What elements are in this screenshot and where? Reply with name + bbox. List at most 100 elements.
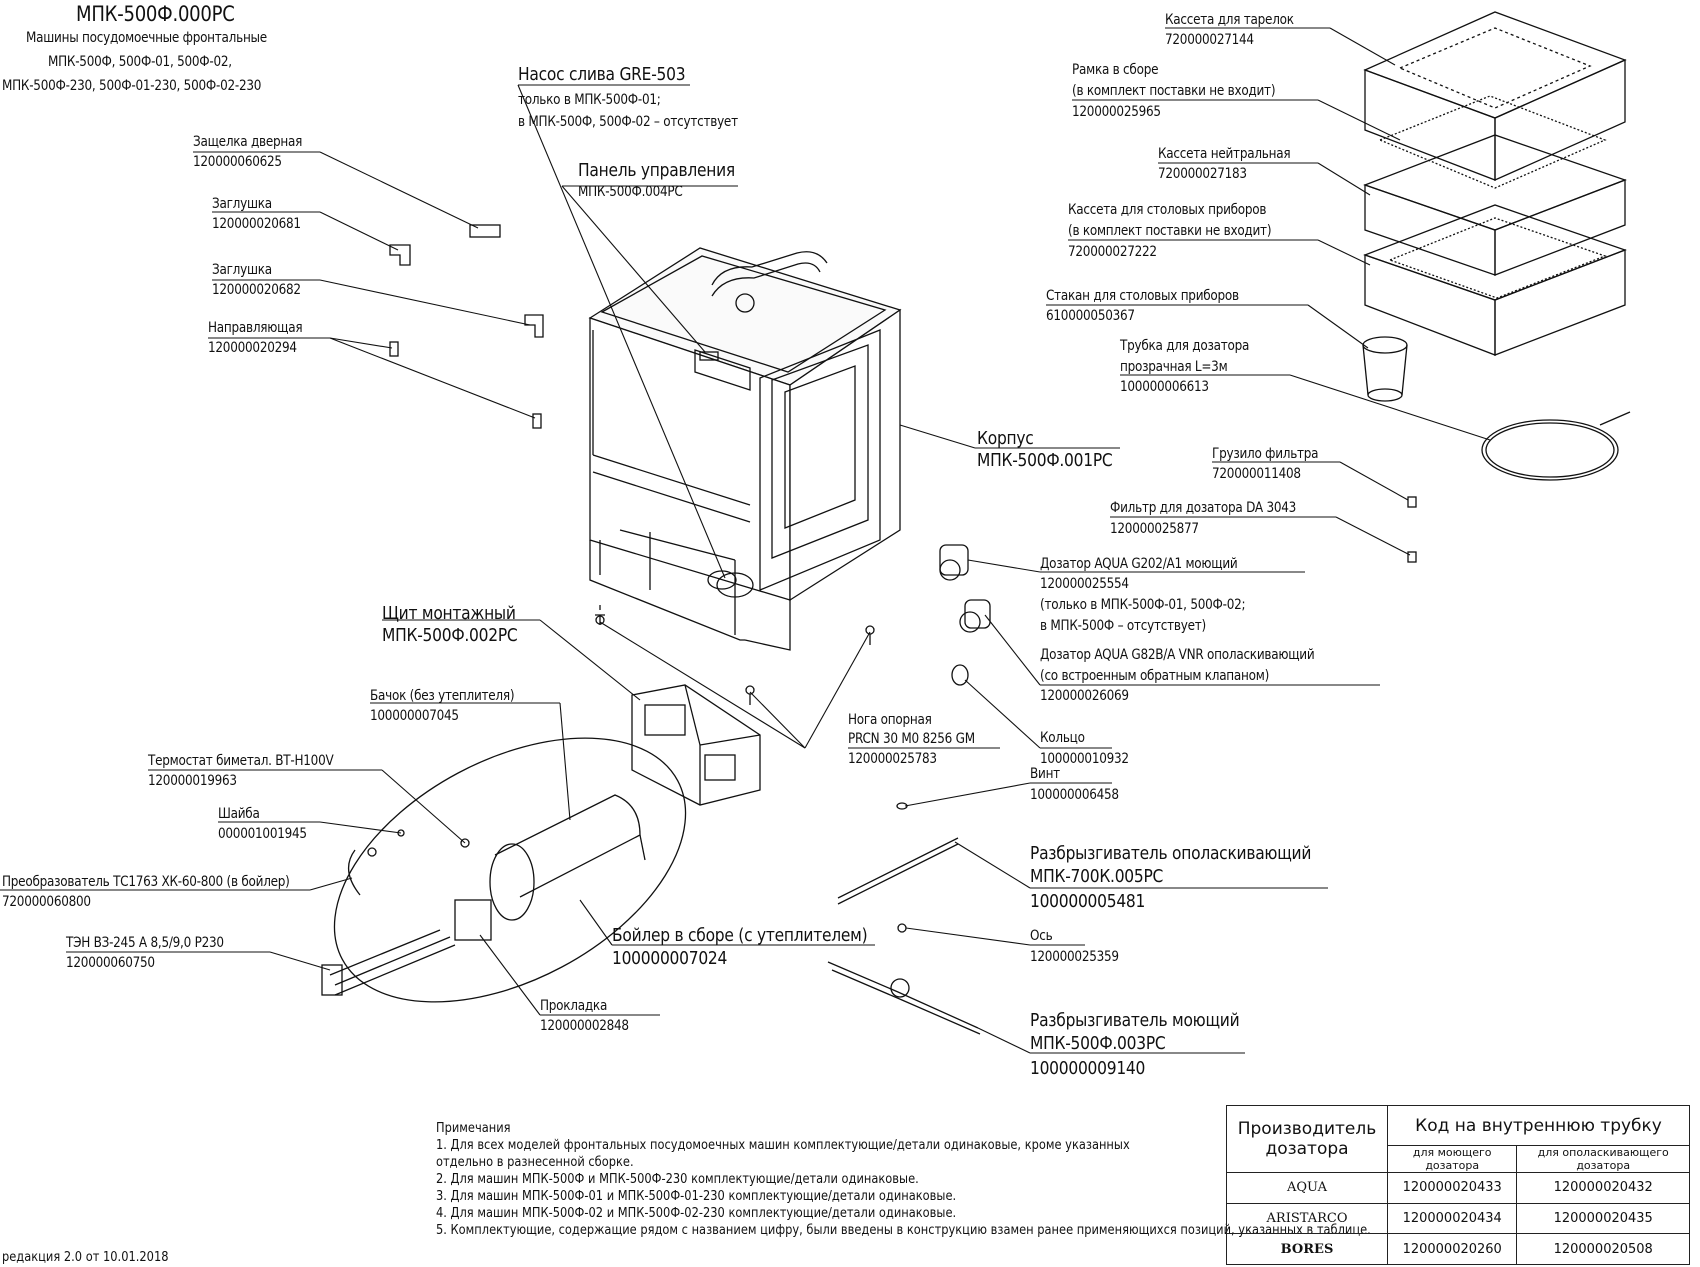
table-cell-rinse: 120000020508 — [1516, 1233, 1690, 1265]
label-wash-sprayer-code: 100000009140 — [1030, 1058, 1146, 1079]
dosing-tube-shape — [1481, 411, 1631, 481]
table-cell-rinse: 120000020432 — [1516, 1172, 1690, 1204]
label-dosing-tube-line2: прозрачная L=3м — [1120, 359, 1228, 375]
label-screw-name: Винт — [1030, 766, 1060, 782]
label-washer-name: Шайба — [218, 806, 260, 822]
label-axis-name: Ось — [1030, 928, 1053, 944]
label-panel-name: Панель управления — [578, 160, 735, 181]
table-header-vendor: Производитель дозатора — [1226, 1104, 1388, 1174]
label-ring-name: Кольцо — [1040, 730, 1085, 746]
label-cutlery-rack-note: (в комплект поставки не входит) — [1068, 223, 1272, 239]
subtitle-line-3: МПК-500Ф-230, 500Ф-01-230, 500Ф-02-230 — [2, 78, 262, 94]
boiler-group-outline — [333, 737, 687, 1003]
label-pump-line2: только в МПК-500Ф-01; — [518, 92, 661, 108]
label-pump-name: Насос слива GRE-503 — [518, 64, 686, 85]
label-tank-name: Бачок (без утеплителя) — [370, 688, 515, 704]
label-dosing-filter-name: Фильтр для дозатора DA 3043 — [1110, 500, 1297, 516]
boiler-shape — [489, 794, 646, 921]
ring-shape — [951, 664, 969, 686]
gasket-shape — [454, 899, 492, 941]
label-ring-code: 100000010932 — [1040, 751, 1129, 767]
frame-shape — [1378, 95, 1607, 189]
drawing-title: МПК-500Ф.000РС — [76, 2, 235, 26]
cutlery-rack-shape — [1363, 204, 1627, 356]
guide-shape-2 — [532, 413, 542, 429]
label-boiler-name: Бойлер в сборе (с утеплителем) — [612, 925, 868, 946]
note-line: 5. Комплектующие, содержащие рядом с наз… — [436, 1223, 1371, 1238]
label-filter-weight-name: Грузило фильтра — [1212, 446, 1319, 462]
subtitle-line-1: Машины посудомоечные фронтальные — [26, 30, 267, 46]
label-transducer-code: 720000060800 — [2, 894, 91, 910]
label-plate-rack-code: 720000027144 — [1165, 32, 1254, 48]
label-wash-sprayer-line2: МПК-500Ф.003РС — [1030, 1033, 1166, 1054]
label-foot-name: Нога опорная — [848, 712, 932, 728]
label-panel-code: МПК-500Ф.004РС — [578, 184, 683, 200]
heater-shape — [321, 929, 456, 996]
doser-code-table: Производитель дозатора Код на внутреннюю… — [1226, 1104, 1690, 1265]
label-plug1-name: Заглушка — [212, 196, 272, 212]
table-cell-rinse: 120000020435 — [1516, 1202, 1690, 1235]
label-boiler-code: 100000007024 — [612, 948, 728, 969]
note-line: 2. Для машин МПК-500Ф и МПК-500Ф-230 ком… — [436, 1172, 919, 1187]
label-switchboard-code: МПК-500Ф.002РС — [382, 625, 518, 646]
label-heater-name: ТЭН ВЗ-245 А 8,5/9,0 Р230 — [66, 935, 224, 951]
label-latch-name: Защелка дверная — [193, 134, 303, 150]
notes-block: Примечания 1. Для всех моделей фронтальн… — [436, 1120, 1371, 1239]
label-guide-name: Направляющая — [208, 320, 303, 336]
label-rinse-doser-note: (со встроенным обратным клапаном) — [1040, 668, 1270, 684]
label-foot-code: 120000025783 — [848, 751, 937, 767]
label-heater-code: 120000060750 — [66, 955, 155, 971]
dosing-filter-shape — [1407, 551, 1417, 563]
label-plug1-code: 120000020681 — [212, 216, 301, 232]
label-housing-code: МПК-500Ф.001РС — [977, 450, 1113, 471]
revision-label: редакция 2.0 от 10.01.2018 — [2, 1250, 169, 1265]
label-thermostat-name: Термостат биметал. ВТ-Н100V — [148, 753, 334, 769]
guide-shape-1 — [389, 341, 399, 357]
transducer-shape — [348, 849, 361, 896]
table-row: ARISTARCO 120000020434 120000020435 — [1226, 1202, 1690, 1235]
label-gasket-code: 120000002848 — [540, 1018, 629, 1034]
neutral-rack-shape — [1363, 134, 1627, 276]
table-header-code: Код на внутреннюю трубку — [1387, 1104, 1690, 1147]
switchboard-shape — [631, 684, 761, 806]
label-detergent-doser-note1: (только в МПК-500Ф-01, 500Ф-02; — [1040, 597, 1246, 613]
plate-rack-shape — [1363, 11, 1627, 182]
label-rinse-sprayer-code: 100000005481 — [1030, 891, 1146, 912]
label-guide-code: 120000020294 — [208, 340, 297, 356]
subtitle-line-2: МПК-500Ф, 500Ф-01, 500Ф-02, — [48, 54, 232, 70]
table-cell-detergent: 120000020433 — [1386, 1172, 1518, 1204]
table-row: BORES 120000020260 120000020508 — [1226, 1233, 1690, 1265]
label-transducer-name: Преобразователь ТС1763 ХК-60-800 (в бойл… — [2, 874, 290, 890]
label-washer-code: 000001001945 — [218, 826, 307, 842]
label-axis-code: 120000025359 — [1030, 949, 1119, 965]
label-dosing-tube-code: 100000006613 — [1120, 379, 1209, 395]
plug1-shape — [389, 244, 411, 266]
thermostat-shape — [460, 838, 470, 848]
table-cell-detergent: 120000020434 — [1386, 1202, 1518, 1235]
table-subheader-rinse: для ополаскивающего дозатора — [1516, 1145, 1690, 1174]
label-thermostat-code: 120000019963 — [148, 773, 237, 789]
plug2-shape — [524, 314, 544, 338]
table-cell-detergent: 120000020260 — [1386, 1233, 1518, 1265]
table-cell-vendor: BORES — [1226, 1233, 1388, 1265]
label-frame-code: 120000025965 — [1072, 104, 1161, 120]
label-cutlery-cup-code: 610000050367 — [1046, 308, 1135, 324]
label-plate-rack-name: Кассета для тарелок — [1165, 12, 1294, 28]
label-rinse-sprayer-name: Разбрызгиватель ополаскивающий — [1030, 843, 1312, 864]
axis-shape — [897, 923, 907, 933]
note-line: 4. Для машин МПК-500Ф-02 и МПК-500Ф-02-2… — [436, 1206, 957, 1221]
label-detergent-doser-code: 120000025554 — [1040, 576, 1129, 592]
label-housing-name: Корпус — [977, 428, 1034, 449]
note-line: 3. Для машин МПК-500Ф-01 и МПК-500Ф-01-2… — [436, 1189, 957, 1204]
label-rinse-doser-code: 120000026069 — [1040, 688, 1129, 704]
label-latch-code: 120000060625 — [193, 154, 282, 170]
label-plug2-name: Заглушка — [212, 262, 272, 278]
label-switchboard-name: Щит монтажный — [382, 603, 516, 624]
label-foot-line2: PRCN 30 M0 8256 GM — [848, 731, 975, 747]
cutlery-cup-shape — [1362, 336, 1408, 402]
label-frame-name: Рамка в сборе — [1072, 62, 1159, 78]
rinse-doser-shape — [964, 599, 991, 629]
latch-shape — [469, 224, 501, 238]
label-dosing-filter-code: 120000025877 — [1110, 521, 1199, 537]
